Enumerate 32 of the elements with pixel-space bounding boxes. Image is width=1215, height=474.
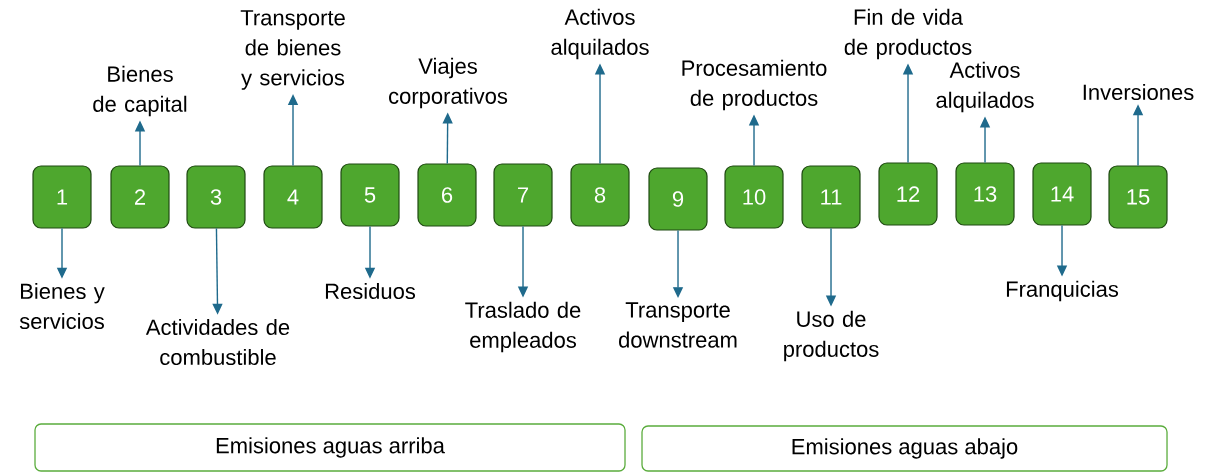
number-box: 5 — [340, 163, 400, 227]
number-box: 12 — [878, 162, 938, 226]
scope-label: Viajes corporativos — [389, 57, 508, 109]
number-box: 14 — [1032, 162, 1092, 226]
scope-label: Bienes de capital — [93, 65, 187, 117]
scope-label: Procesamiento de productos — [682, 59, 827, 111]
number-box: 3 — [186, 165, 246, 229]
number-box: 2 — [110, 165, 170, 229]
scope-label: Residuos — [325, 282, 416, 300]
scope-label: Activos alquilados — [551, 8, 649, 60]
category-band: Emisiones aguas arriba — [34, 423, 626, 472]
number-box: 10 — [724, 165, 784, 229]
number-box: 6 — [417, 163, 477, 227]
number-box: 8 — [570, 163, 630, 227]
scope-label: Franquicias — [1006, 280, 1119, 302]
category-band: Emisiones aguas abajo — [641, 425, 1168, 472]
number-box: 9 — [648, 167, 708, 231]
scope-label: Fin de vida de productos — [844, 8, 972, 60]
scope-label: Traslado de empleados — [465, 301, 581, 353]
scope-label: Uso de productos — [784, 310, 879, 362]
scope-label: Inversiones — [1083, 83, 1194, 101]
scope-label: Transporte downstream — [619, 302, 737, 348]
number-box: 4 — [263, 165, 323, 229]
number-box: 1 — [32, 165, 92, 229]
number-box: 13 — [955, 162, 1015, 226]
number-box: 15 — [1108, 165, 1168, 229]
scope-label: Transporte de bienes y servicios — [240, 10, 345, 90]
scope-label: Activos alquilados — [936, 61, 1034, 113]
number-box: 7 — [493, 163, 553, 227]
number-box: 11 — [801, 165, 861, 229]
scope-label: Actividades de combustible — [145, 318, 290, 366]
scope-label: Bienes y servicios — [19, 282, 105, 330]
